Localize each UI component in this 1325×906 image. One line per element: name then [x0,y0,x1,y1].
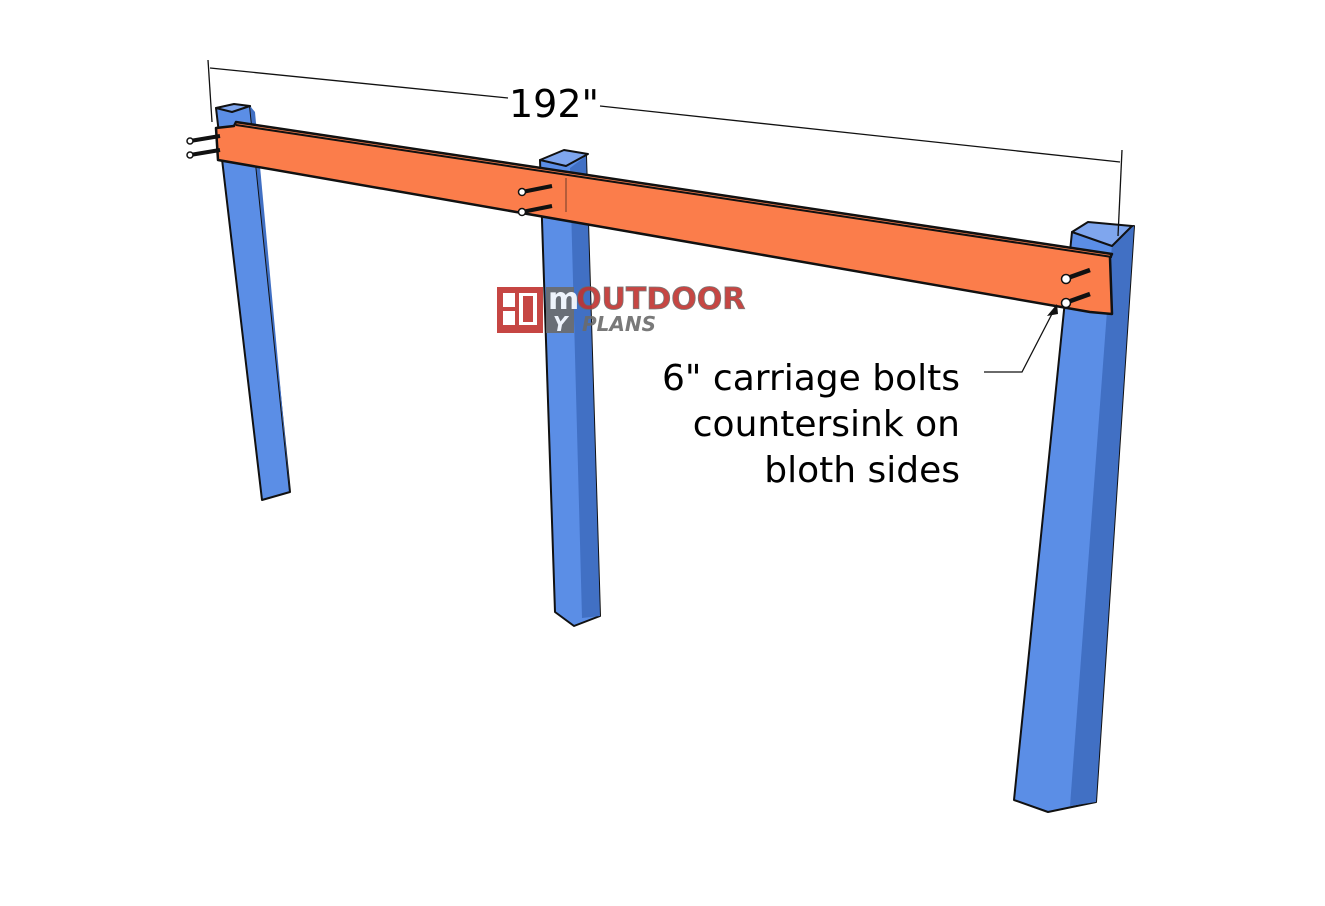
bolt-annotation: 6" carriage bolts countersink on bloth s… [662,304,1058,491]
dimension-label: 192" [509,82,599,126]
leader-arrowhead [1047,304,1058,316]
left-bolts [186,134,221,159]
right-bolts [1060,267,1091,309]
logo-letter-m: m [548,282,579,317]
bolt-head [186,137,194,145]
bolt-head [186,151,194,159]
middle-bolts [517,184,553,217]
right-post [1013,221,1135,813]
watermark-logo: m Y OUTDOOR PLANS [497,282,746,336]
annotation-line-3: bloth sides [764,450,960,491]
beam [214,120,1114,316]
left-post [215,103,291,501]
dimension-192: 192" [207,59,1123,237]
logo-outdoor: OUTDOOR [576,282,745,317]
bolt-head [517,187,527,197]
annotation-line-2: countersink on [693,404,960,445]
bolt-head [1060,273,1072,285]
logo-plans: PLANS [582,312,656,336]
bolt-head [1060,297,1072,309]
logo-letter-y: Y [553,312,570,336]
bolt-head [517,207,527,217]
annotation-line-1: 6" carriage bolts [662,358,960,399]
middle-post [539,149,601,627]
